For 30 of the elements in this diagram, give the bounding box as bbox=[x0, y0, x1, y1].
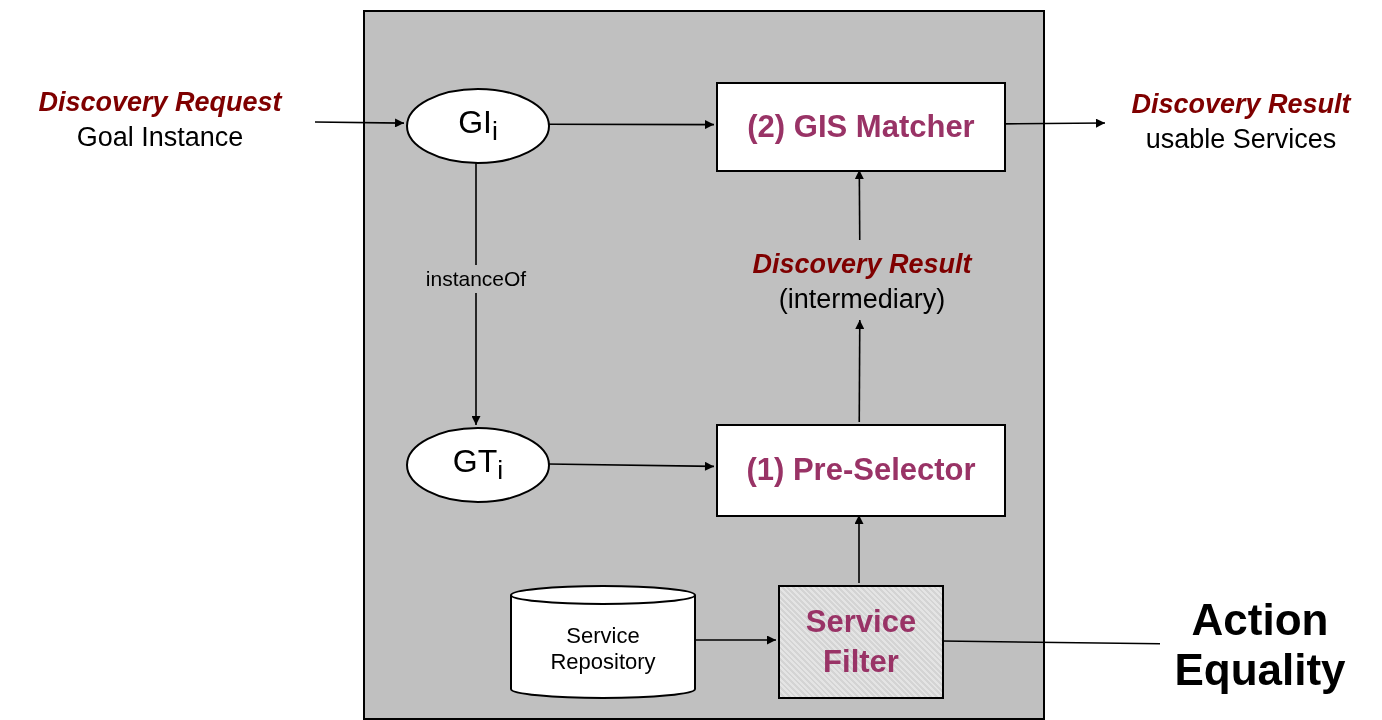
process-box bbox=[716, 424, 1006, 517]
text-label: usable Services bbox=[1145, 123, 1337, 156]
box-title: (1) Pre-Selector bbox=[746, 451, 976, 490]
arrow bbox=[855, 319, 865, 423]
arrow bbox=[693, 635, 777, 645]
filter-box bbox=[778, 585, 944, 699]
arrow bbox=[1003, 118, 1106, 128]
system-panel bbox=[363, 10, 1045, 720]
arrow bbox=[547, 461, 715, 471]
result-heading: Discovery Request bbox=[38, 85, 282, 119]
arrow bbox=[314, 118, 405, 128]
leader-line bbox=[941, 640, 1161, 645]
ellipse-label: GT$_{i}$ bbox=[452, 442, 504, 488]
repository-cylinder bbox=[510, 585, 696, 699]
goal-instance-ellipse bbox=[406, 88, 550, 164]
arrow bbox=[854, 169, 864, 241]
process-box bbox=[716, 82, 1006, 172]
box-title: Service Filter bbox=[804, 602, 918, 681]
text-label: Goal Instance bbox=[76, 121, 244, 154]
result-heading: Discovery Result bbox=[1131, 87, 1351, 121]
text-label: (intermediary) bbox=[778, 283, 946, 316]
ellipse-label: GI$_{i}$ bbox=[458, 103, 498, 149]
arrow bbox=[471, 161, 481, 426]
result-heading: Discovery Result bbox=[752, 247, 972, 281]
arrow bbox=[547, 120, 715, 130]
box-title: (2) GIS Matcher bbox=[747, 107, 975, 146]
text-label: Service Repository bbox=[549, 623, 657, 675]
goal-template-ellipse bbox=[406, 427, 550, 503]
arrow bbox=[854, 514, 864, 584]
text-label: Action Equality bbox=[1173, 595, 1347, 695]
